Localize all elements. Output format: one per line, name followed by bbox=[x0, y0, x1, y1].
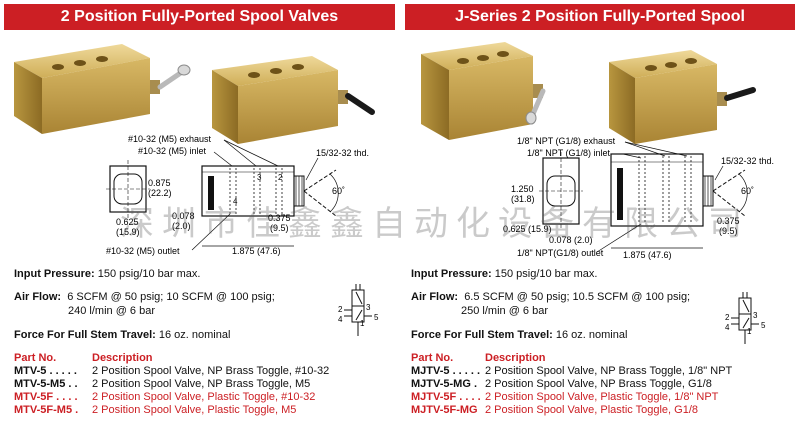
inlet-label: #10-32 (M5) inlet bbox=[138, 146, 207, 156]
svg-text:2: 2 bbox=[278, 173, 283, 182]
brass-valve-photo-4 bbox=[609, 50, 756, 144]
dim-width: 0.625 (15.9) bbox=[503, 224, 552, 234]
left-banner: 2 Position Fully-Ported Spool Valves bbox=[4, 4, 395, 30]
svg-text:5: 5 bbox=[374, 313, 379, 322]
table-row: MTV-5F-M5 .2 Position Spool Valve, Plast… bbox=[14, 404, 297, 416]
input-pressure: Input Pressure: 150 psig/10 bar max. bbox=[14, 268, 201, 280]
dim-a-mm: (2.0) bbox=[172, 221, 191, 231]
table-row: MTV-5F . . . .2 Position Spool Valve, Pl… bbox=[14, 391, 316, 403]
right-panel: J-Series 2 Position Fully-Ported Spool bbox=[401, 0, 799, 434]
svg-text:5: 5 bbox=[761, 321, 766, 330]
thread-label: 15/32-32 thd. bbox=[316, 148, 369, 158]
brass-valve-photo-1 bbox=[14, 44, 191, 134]
table-row: MTV-5-M5 . .2 Position Spool Valve, NP B… bbox=[14, 378, 311, 390]
dim-angle: 60˚ bbox=[332, 186, 345, 196]
panel-divider bbox=[399, 0, 401, 434]
dim-height: 0.875 bbox=[148, 178, 171, 188]
dim-length: 1.875 (47.6) bbox=[232, 246, 281, 256]
exhaust-label: 1/8" NPT (G1/8) exhaust bbox=[517, 136, 616, 146]
svg-text:1: 1 bbox=[747, 327, 752, 336]
svg-text:1: 1 bbox=[360, 319, 365, 328]
valve-symbol-icon: 2 3 4 1 5 bbox=[338, 284, 379, 336]
right-parts-table: Part No.Description MJTV-5 . . . . .2 Po… bbox=[411, 352, 797, 417]
valve-symbol-icon: 2 3 4 1 5 bbox=[725, 292, 766, 344]
air-flow: Air Flow: 6 SCFM @ 50 psig; 10 SCFM @ 10… bbox=[14, 291, 275, 303]
svg-text:3: 3 bbox=[753, 311, 758, 320]
dim-angle: 60˚ bbox=[741, 186, 754, 196]
dim-length: 1.875 (47.6) bbox=[623, 250, 672, 260]
svg-text:4: 4 bbox=[338, 315, 343, 324]
table-header: Part No.Description bbox=[411, 352, 546, 364]
inlet-label: 1/8" NPT (G1/8) inlet bbox=[527, 148, 611, 158]
air-flow-line2: 240 l/min @ 6 bar bbox=[68, 305, 155, 317]
dim-width: 0.625 bbox=[116, 217, 139, 227]
dim-width-mm: (15.9) bbox=[116, 227, 140, 237]
air-flow: Air Flow: 6.5 SCFM @ 50 psig; 10.5 SCFM … bbox=[411, 291, 691, 303]
stem-force: Force For Full Stem Travel: 16 oz. nomin… bbox=[411, 329, 628, 341]
svg-text:3: 3 bbox=[366, 303, 371, 312]
dim-height: 1.250 bbox=[511, 184, 534, 194]
dim-height-mm: (31.8) bbox=[511, 194, 535, 204]
exhaust-label: #10-32 (M5) exhaust bbox=[128, 134, 212, 144]
right-banner: J-Series 2 Position Fully-Ported Spool bbox=[405, 4, 795, 30]
svg-text:2: 2 bbox=[725, 313, 730, 322]
outlet-label: #10-32 (M5) outlet bbox=[106, 246, 180, 256]
table-row: MJTV-5-MG .2 Position Spool Valve, NP Br… bbox=[411, 378, 712, 390]
thread-label: 15/32-32 thd. bbox=[721, 156, 774, 166]
svg-text:4: 4 bbox=[725, 323, 730, 332]
right-dimension-drawing: 1.250 (31.8) 0.625 (15.9) 60˚ 15/32-32 t… bbox=[503, 136, 774, 260]
dim-b-mm: (9.5) bbox=[270, 223, 289, 233]
dim-b-mm: (9.5) bbox=[719, 226, 738, 236]
input-pressure: Input Pressure: 150 psig/10 bar max. bbox=[411, 268, 598, 280]
left-dimension-drawing: 0.875 (22.2) 0.625 (15.9) 4 3 2 60˚ 15/3… bbox=[106, 134, 369, 256]
dim-a: 0.078 (2.0) bbox=[549, 235, 593, 245]
svg-text:2: 2 bbox=[338, 305, 343, 314]
left-panel: 2 Position Fully-Ported Spool Valves bbox=[0, 0, 399, 434]
brass-valve-photo-3 bbox=[421, 42, 546, 140]
table-row: MTV-5 . . . . .2 Position Spool Valve, N… bbox=[14, 365, 330, 377]
dim-a: 0.078 bbox=[172, 211, 195, 221]
table-header: Part No.Description bbox=[14, 352, 153, 364]
air-flow-line2: 250 l/min @ 6 bar bbox=[461, 305, 548, 317]
svg-text:3: 3 bbox=[257, 173, 262, 182]
stem-force: Force For Full Stem Travel: 16 oz. nomin… bbox=[14, 329, 231, 341]
outlet-label: 1/8" NPT(G1/8) outlet bbox=[517, 248, 604, 258]
right-product-photo bbox=[421, 42, 756, 144]
dim-height-mm: (22.2) bbox=[148, 188, 172, 198]
dim-b: 0.375 bbox=[717, 216, 740, 226]
dim-b: 0.375 bbox=[268, 213, 291, 223]
table-row: MJTV-5F . . . .2 Position Spool Valve, P… bbox=[411, 391, 719, 403]
left-parts-table: Part No.Description MTV-5 . . . . .2 Pos… bbox=[14, 352, 399, 417]
svg-text:4: 4 bbox=[233, 197, 238, 206]
table-row: MJTV-5 . . . . .2 Position Spool Valve, … bbox=[411, 365, 733, 377]
left-product-photo bbox=[14, 44, 375, 144]
brass-valve-photo-2 bbox=[212, 56, 375, 144]
